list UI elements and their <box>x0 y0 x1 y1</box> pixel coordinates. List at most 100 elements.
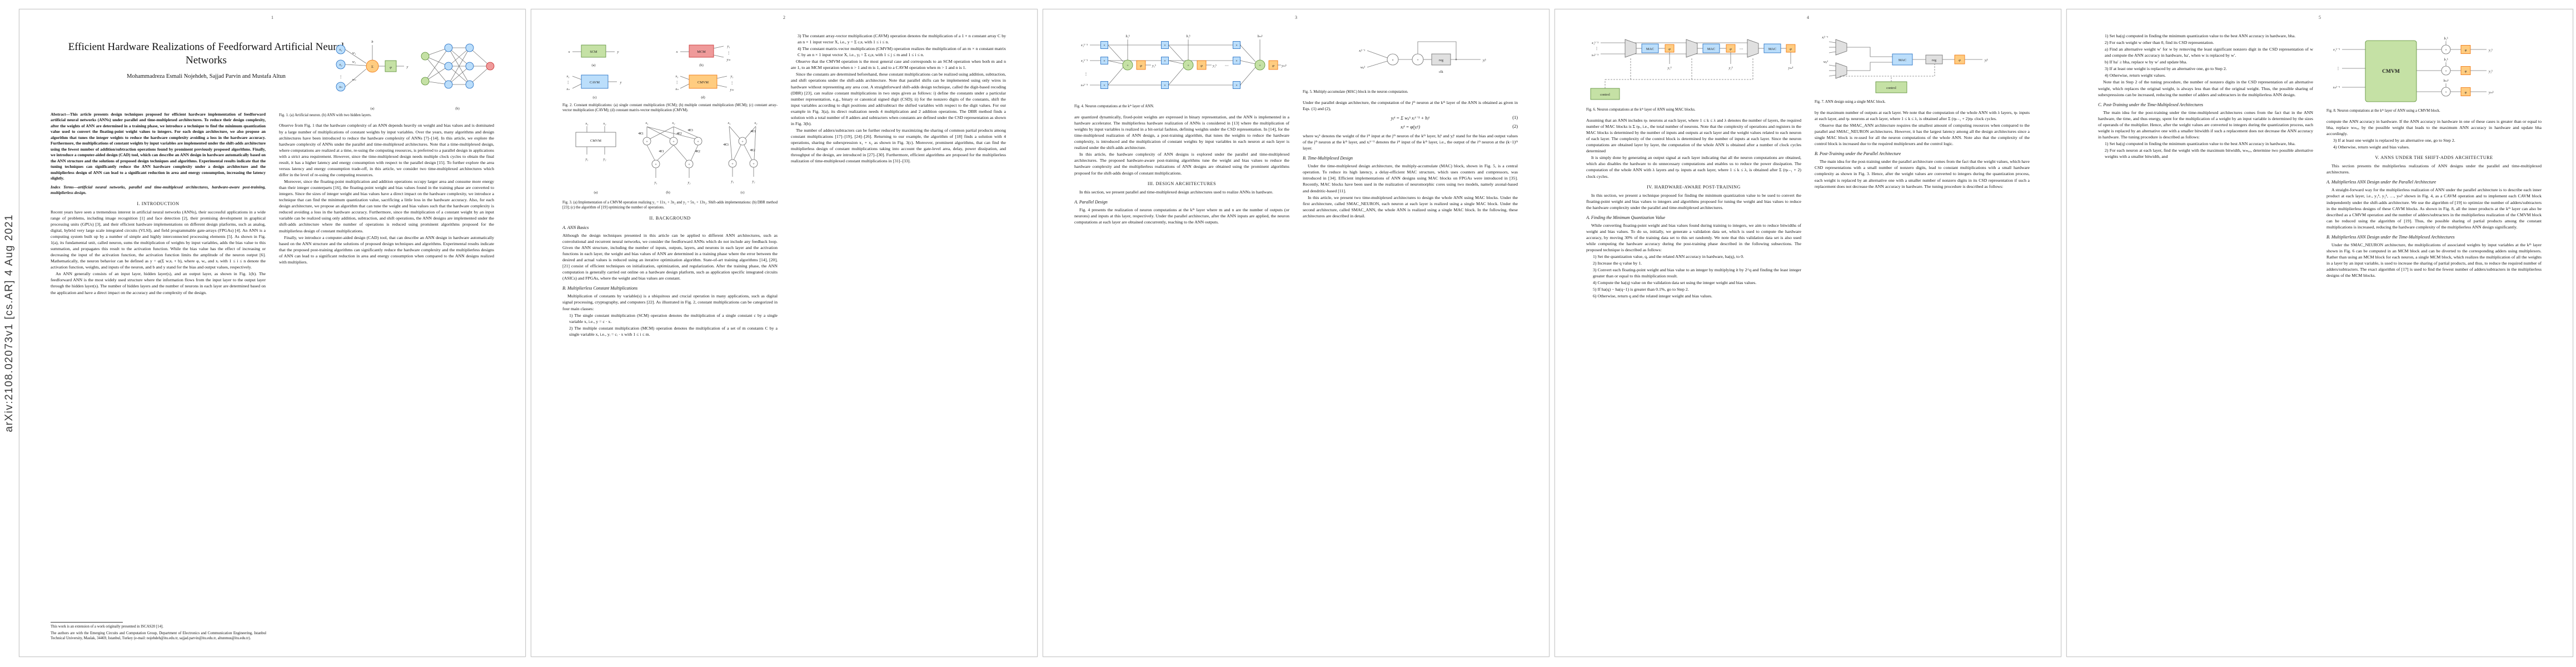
svg-text:x₂ᵏ⁻¹: x₂ᵏ⁻¹ <box>1080 59 1088 63</box>
svg-text:×: × <box>1235 44 1238 48</box>
column-right: Fig. 1. (a) Artificial neuron. (b) ANN w… <box>279 112 494 296</box>
svg-text:+: + <box>2445 69 2447 73</box>
list-item: 3) Convert each floating-point weight an… <box>1593 267 1801 279</box>
figure-7: xᵢᵏ⁻¹ wⱼᵢᵏ MAC reg φ yⱼᵏ control <box>1815 33 2030 105</box>
svg-text:y₁ᵏ: y₁ᵏ <box>1667 66 1672 70</box>
svg-text:x: x <box>568 50 570 54</box>
index-terms: Index Terms—artificial neural networks, … <box>51 184 266 196</box>
list-item: 1) Set ha(q) computed in finding the min… <box>2105 141 2296 146</box>
svg-text:φ: φ <box>2465 69 2467 73</box>
svg-text:MAC: MAC <box>1646 47 1654 51</box>
page-number: 5 <box>2319 15 2321 20</box>
paragraph: The number of adders/subtracters can be … <box>791 127 1006 164</box>
subsection-heading: A. Multiplierless ANN Design under the P… <box>2326 180 2437 185</box>
paragraph: Assuming that an ANN includes ηₖ neurons… <box>1586 117 1801 154</box>
paragraph: Recent years have seen a tremendous inte… <box>51 209 266 270</box>
column-left: Abstract—This article presents design te… <box>51 112 266 296</box>
svg-text:⋮: ⋮ <box>727 51 730 55</box>
svg-text:+: + <box>731 162 734 166</box>
paragraph: A straight-forward way for the multiplie… <box>2326 187 2542 230</box>
svg-text:yₘ: yₘ <box>726 58 731 62</box>
svg-text:yₘᵏ: yₘᵏ <box>1281 64 1287 68</box>
svg-text:⋯: ⋯ <box>1740 47 1743 51</box>
svg-text:x₁: x₁ <box>728 121 731 125</box>
svg-text:yₘ: yₘ <box>730 88 734 92</box>
list-item: a) Find an alternative weight w′ for w b… <box>2105 47 2313 58</box>
svg-text:φ: φ <box>1668 47 1671 51</box>
paragraph: Finally, we introduce a computer-aided d… <box>279 235 494 265</box>
list-item: b) If ha′ ≥ bha, replace w by w′ and upd… <box>2105 59 2188 65</box>
subsection-heading: B. Multiplierless ANN Design under the T… <box>2326 234 2455 240</box>
svg-text:wⱼᵢᵏ: wⱼᵢᵏ <box>1823 60 1828 64</box>
figure-2-diagram: x SCM y (a) x MCM y₁⋮yₘ (b) x₁⋮xₙ CAVM y… <box>566 44 734 99</box>
svg-text:clk: clk <box>1439 70 1444 74</box>
paper-title: Efficient Hardware Realizations of Feedf… <box>68 41 345 66</box>
svg-text:xₙᵏ⁻¹: xₙᵏ⁻¹ <box>1591 53 1598 57</box>
svg-text:reg: reg <box>1932 58 1937 62</box>
figure-6-diagram: x₁ᵏ⁻¹⋮xₙᵏ⁻¹ MAC φ y₁ᵏ MAC φ y₂ᵏ ⋯ MAC φ … <box>1590 39 1796 100</box>
figure-3-caption: Fig. 3. (a) Implementation of a CMVM ope… <box>562 200 778 210</box>
svg-text:(d): (d) <box>701 96 705 99</box>
paragraph: Multiplication of constants by variable(… <box>562 293 778 311</box>
svg-text:(a): (a) <box>592 63 596 67</box>
section-heading: V. ANNS UNDER THE SHIFT-ADDS ARCHITECTUR… <box>2375 155 2493 161</box>
svg-text:xₙ: xₙ <box>566 87 570 91</box>
svg-text:xₙ: xₙ <box>338 85 342 89</box>
svg-text:xₙᵏ⁻¹: xₙᵏ⁻¹ <box>1080 83 1088 87</box>
figure-6-caption: Fig. 6. Neuron computations at the kᵗʰ l… <box>1586 108 1696 112</box>
svg-text:reg: reg <box>1439 58 1444 62</box>
section-heading: II. BACKGROUND <box>649 215 691 221</box>
svg-text:y₂: y₂ <box>687 181 691 185</box>
svg-text:≪2: ≪2 <box>750 148 755 152</box>
section-heading: I. INTRODUCTION <box>137 201 180 206</box>
abstract: Abstract—This article presents design te… <box>51 111 266 181</box>
paper-title-block: Efficient Hardware Realizations of Feedf… <box>51 41 362 79</box>
column-right: xᵢᵏ⁻¹ wⱼᵢᵏ MAC reg φ yⱼᵏ control <box>1815 33 2030 300</box>
svg-text:×: × <box>1164 59 1166 63</box>
equation: yⱼᵏ = Σ wⱼᵢᵏ xᵢᵏ⁻¹ + bⱼᵏ(1) <box>1303 115 1518 121</box>
text-blocks: are quantized dynamically, fixed-point w… <box>1074 114 1289 225</box>
svg-text:x₁: x₁ <box>585 122 589 126</box>
svg-text:y: y <box>617 50 619 54</box>
paper-authors: Mohammadreza Esmali Nojehdeh, Sajjad Par… <box>127 73 286 79</box>
pages-strip: 1 Efficient Hardware Realizations of Fee… <box>19 9 2573 657</box>
svg-text:control: control <box>1600 93 1610 97</box>
svg-text:yₘᵏ: yₘᵏ <box>1788 66 1793 70</box>
list-item: 2) For each weight w other than 0, find … <box>2105 40 2214 46</box>
svg-text:×: × <box>1235 84 1238 88</box>
list-item: 4) Compute the ha(q) value on the valida… <box>1593 280 1757 286</box>
list-item: 4) Otherwise, return weight and bias val… <box>2333 145 2410 150</box>
subsection-heading: A. Parallel Design <box>1074 199 1108 205</box>
paragraph: compute the ANN accuracy in hardware. If… <box>2326 118 2542 137</box>
subsection-heading: B. Multiplierless Constant Multiplicatio… <box>562 286 638 291</box>
svg-text:⋮: ⋮ <box>1595 47 1598 51</box>
svg-text:+: + <box>672 140 675 144</box>
svg-text:(b): (b) <box>455 107 459 111</box>
svg-text:CMVM: CMVM <box>590 139 601 143</box>
svg-text:x₁ᵏ⁻¹: x₁ᵏ⁻¹ <box>1080 43 1088 47</box>
svg-text:CMVM: CMVM <box>697 81 709 84</box>
footnote: This work is an extension of a work orig… <box>51 622 266 642</box>
figure-2-caption: Fig. 2. Constant multiplications: (a) si… <box>562 103 778 112</box>
svg-text:+: + <box>1417 58 1419 62</box>
svg-text:φ: φ <box>390 66 392 69</box>
svg-text:SCM: SCM <box>590 50 597 54</box>
svg-text:y₁ᵏ: y₁ᵏ <box>2488 48 2493 52</box>
svg-text:+: + <box>697 140 699 144</box>
text-blocks: 3) The constant array-vector multiplicat… <box>791 33 1006 164</box>
svg-text:x₁: x₁ <box>645 121 649 125</box>
svg-text:yⱼᵏ: yⱼᵏ <box>1482 58 1486 62</box>
page-2: 2 x SCM y (a) x MCM y₁⋮yₘ (b) x₁⋮xₙ <box>531 9 1038 657</box>
subsection-heading: A. ANN Basics <box>562 225 589 230</box>
svg-text:×: × <box>1235 59 1238 63</box>
svg-text:φ: φ <box>1730 47 1732 51</box>
svg-text:MAC: MAC <box>1899 58 1906 62</box>
svg-text:φ: φ <box>1200 64 1203 68</box>
svg-text:MCM: MCM <box>697 50 706 54</box>
svg-text:+: + <box>1187 64 1189 68</box>
svg-text:φ: φ <box>1272 64 1274 68</box>
figure-2: x SCM y (a) x MCM y₁⋮yₘ (b) x₁⋮xₙ CAVM y… <box>562 33 778 113</box>
